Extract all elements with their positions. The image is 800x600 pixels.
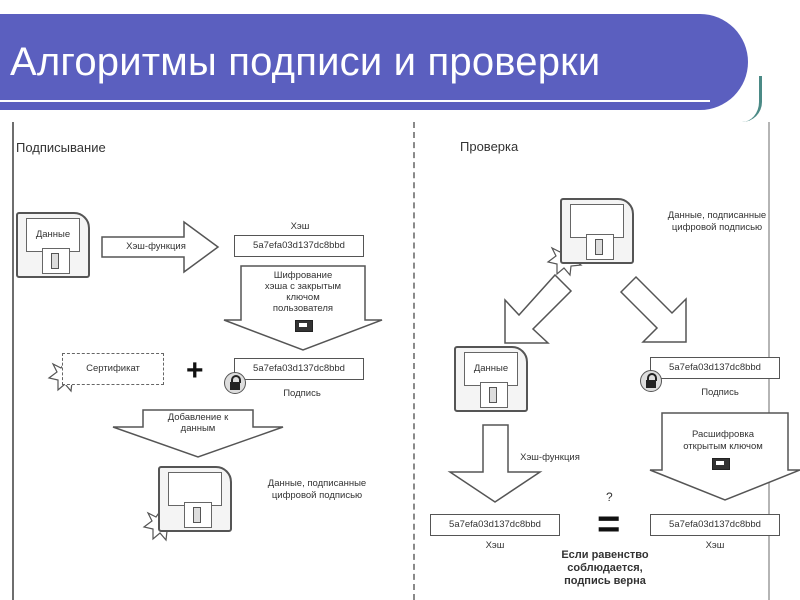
verification-heading: Проверка — [460, 139, 519, 154]
question-mark: ? — [606, 490, 613, 504]
hash-function-arrow — [101, 220, 220, 274]
verify-hash-function-label: Хэш-функция — [520, 452, 580, 463]
decorative-teal-curve — [735, 76, 762, 122]
verify-hash-arrow — [447, 424, 543, 503]
title-underline — [0, 100, 710, 102]
certificate-label: Сертификат — [62, 353, 164, 385]
lock-icon — [224, 372, 246, 394]
lock-icon — [640, 370, 662, 392]
signing-heading: Подписывание — [16, 140, 106, 155]
computed-hash-value: 5a7efa03d137dc8bbd — [430, 514, 560, 536]
computed-hash-caption: Хэш — [485, 540, 505, 551]
split-arrow-right — [619, 275, 687, 343]
left-border-line — [12, 122, 14, 600]
hash-function-label: Хэш-функция — [126, 241, 186, 252]
hash-value: 5a7efa03d137dc8bbd — [234, 235, 364, 257]
decrypted-hash-caption: Хэш — [705, 540, 725, 551]
floppy-disk-icon: Данные — [16, 212, 90, 278]
floppy-disk-icon: Данные — [454, 346, 528, 412]
hash-caption: Хэш — [290, 221, 310, 232]
split-arrow-left — [504, 273, 573, 344]
signed-floppy-disk-icon — [158, 466, 232, 532]
verify-signature-caption: Подпись — [701, 387, 739, 398]
encrypt-arrow — [223, 265, 383, 351]
title-bar — [0, 14, 748, 110]
decrypted-hash-value: 5a7efa03d137dc8bbd — [650, 514, 780, 536]
slide-title: Алгоритмы подписи и проверки — [10, 40, 601, 84]
signature-value: 5a7efa03d137dc8bbd — [234, 358, 364, 380]
key-icon — [295, 320, 313, 332]
verify-signature-value: 5a7efa03d137dc8bbd — [650, 357, 780, 379]
append-arrow — [112, 409, 284, 458]
signature-caption: Подпись — [283, 388, 321, 399]
key-icon — [712, 458, 730, 470]
section-divider — [413, 122, 415, 600]
verify-data-label: Данные — [464, 352, 518, 386]
plus-icon: + — [186, 354, 204, 387]
equals-icon: = — [597, 502, 621, 546]
data-label: Данные — [26, 218, 80, 252]
decrypt-arrow — [649, 412, 800, 501]
signed-floppy-disk-icon — [560, 198, 634, 264]
